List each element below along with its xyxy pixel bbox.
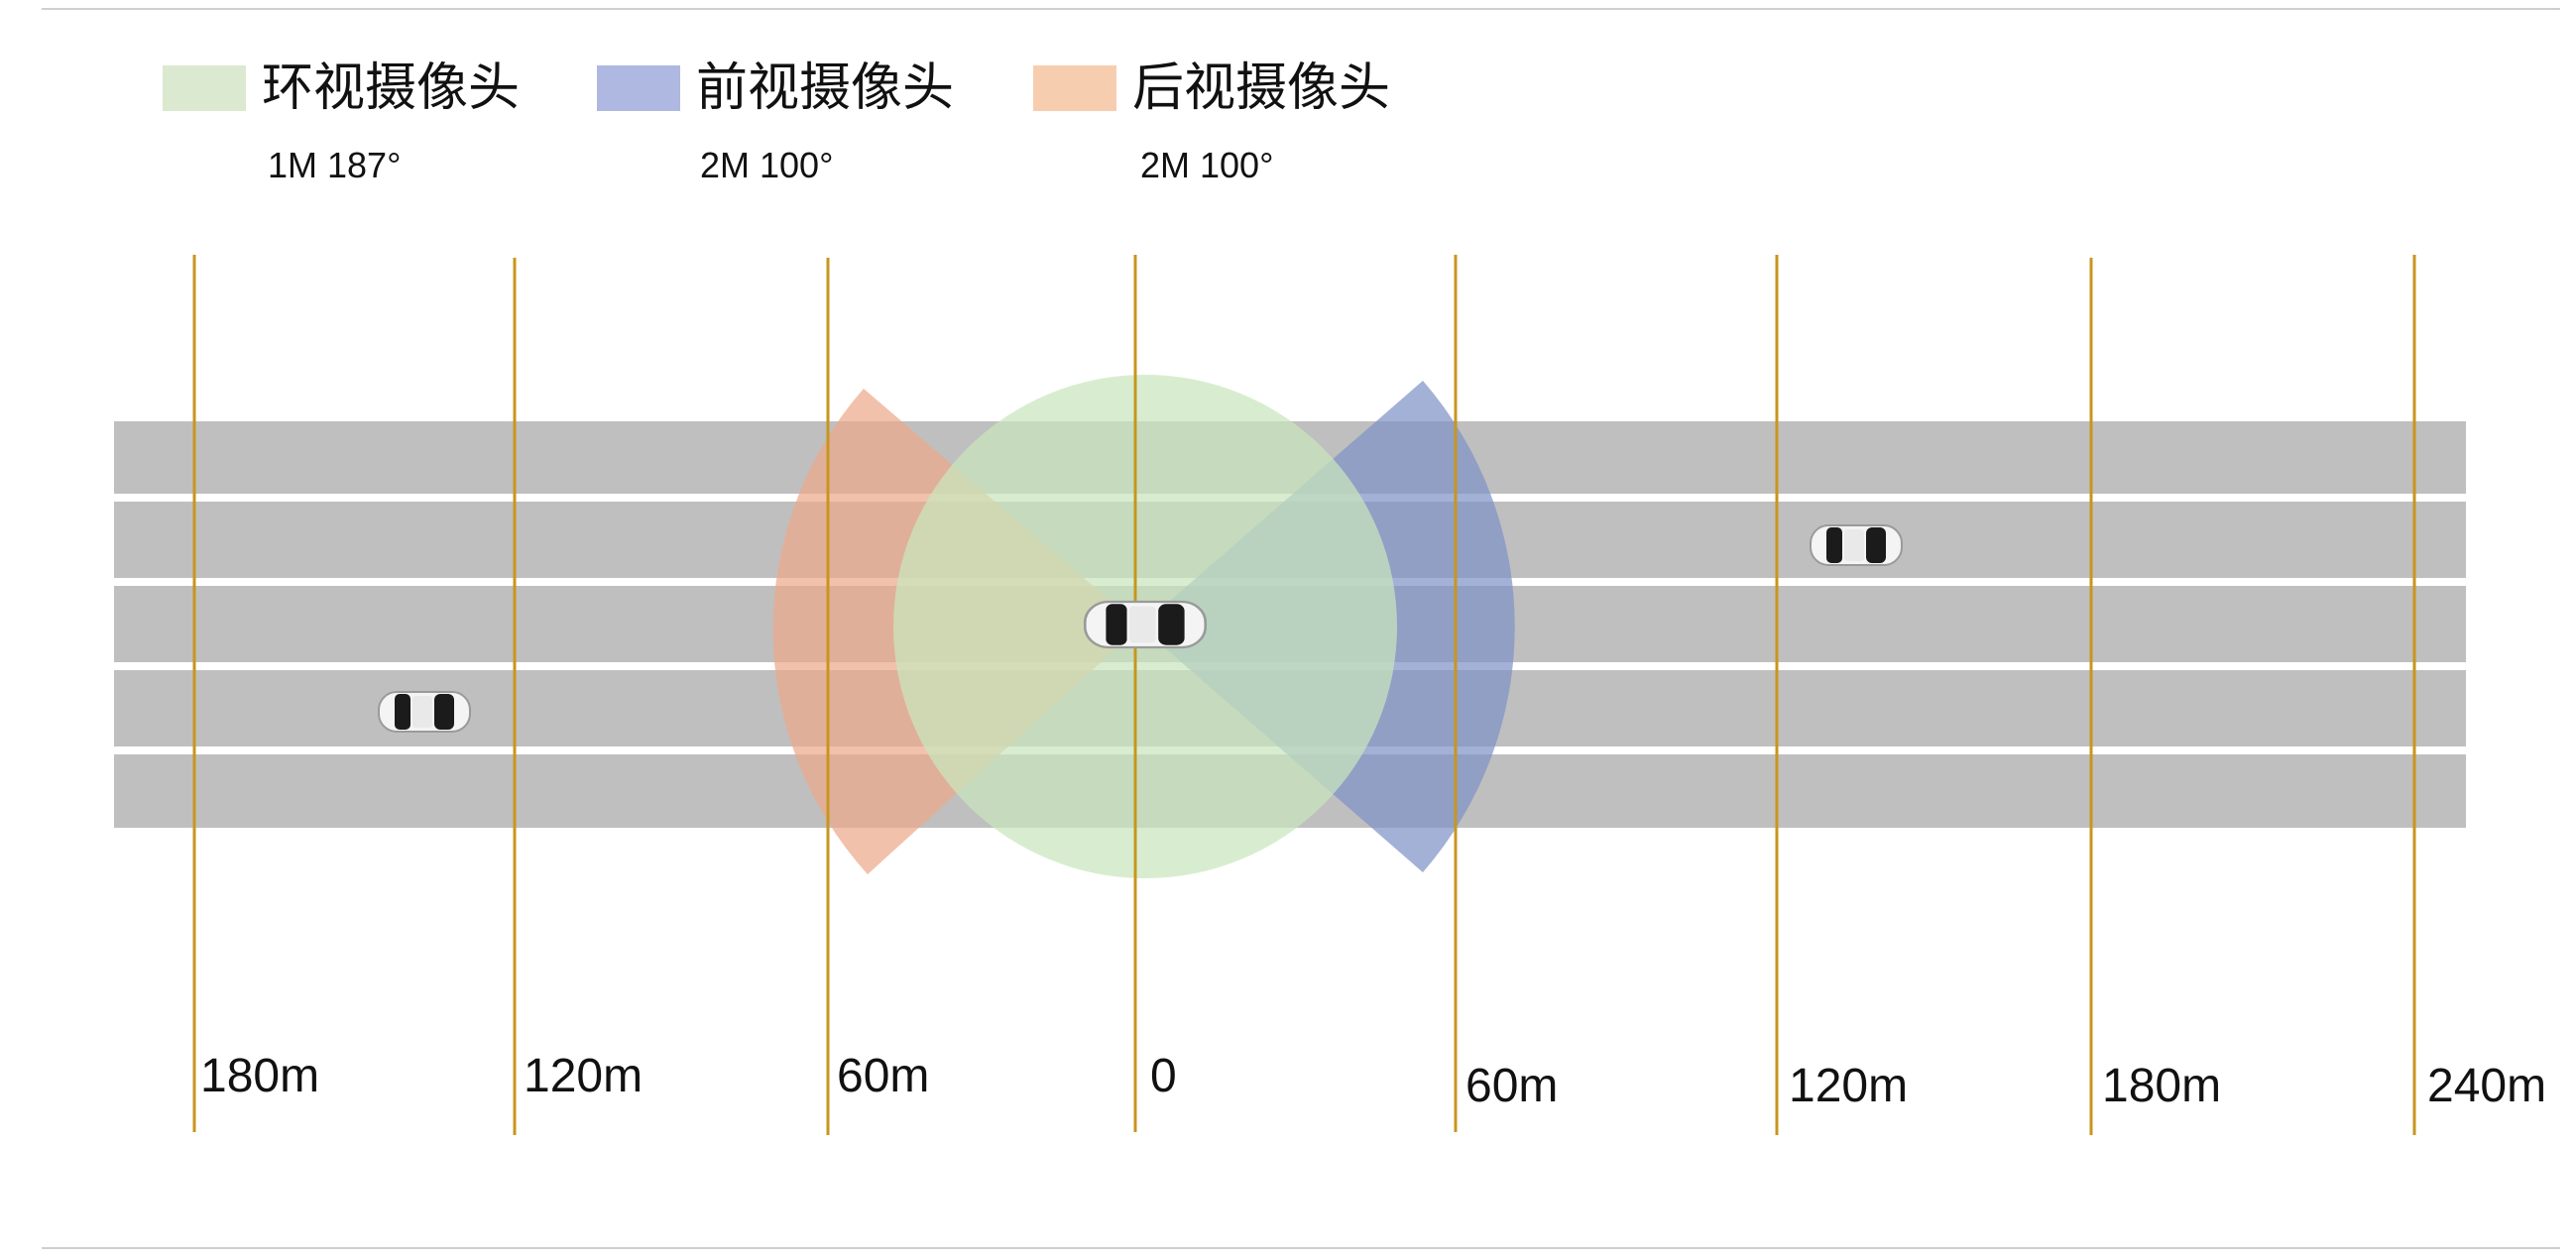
rear-camera-swatch bbox=[1033, 65, 1116, 111]
distance-label-ahead: 180m bbox=[2102, 1060, 2222, 1112]
car-behind bbox=[378, 691, 471, 733]
legend-spec: 2M 100° bbox=[700, 145, 834, 185]
distance-label-ahead: 120m bbox=[1789, 1060, 1909, 1112]
top-divider bbox=[42, 8, 2560, 10]
distance-label-origin: 0 bbox=[1150, 1050, 1177, 1102]
legend-label: 后视摄像头 bbox=[1132, 58, 1391, 118]
front-camera-swatch bbox=[597, 65, 680, 111]
distance-label-behind: 180m bbox=[200, 1050, 320, 1102]
distance-label-ahead: 240m bbox=[2427, 1060, 2547, 1112]
legend-spec: 1M 187° bbox=[268, 145, 402, 185]
car-ahead bbox=[1810, 524, 1903, 566]
distance-label-behind: 120m bbox=[524, 1050, 644, 1102]
legend-spec: 2M 100° bbox=[1140, 145, 1274, 185]
bottom-divider bbox=[42, 1247, 2560, 1249]
surround-camera-swatch bbox=[163, 65, 246, 111]
distance-lines bbox=[192, 255, 2416, 1135]
legend-label: 前视摄像头 bbox=[696, 58, 955, 118]
ego-car bbox=[1083, 600, 1208, 649]
legend-label: 环视摄像头 bbox=[262, 58, 521, 118]
distance-label-behind: 60m bbox=[837, 1050, 930, 1102]
distance-label-ahead: 60m bbox=[1465, 1060, 1559, 1112]
